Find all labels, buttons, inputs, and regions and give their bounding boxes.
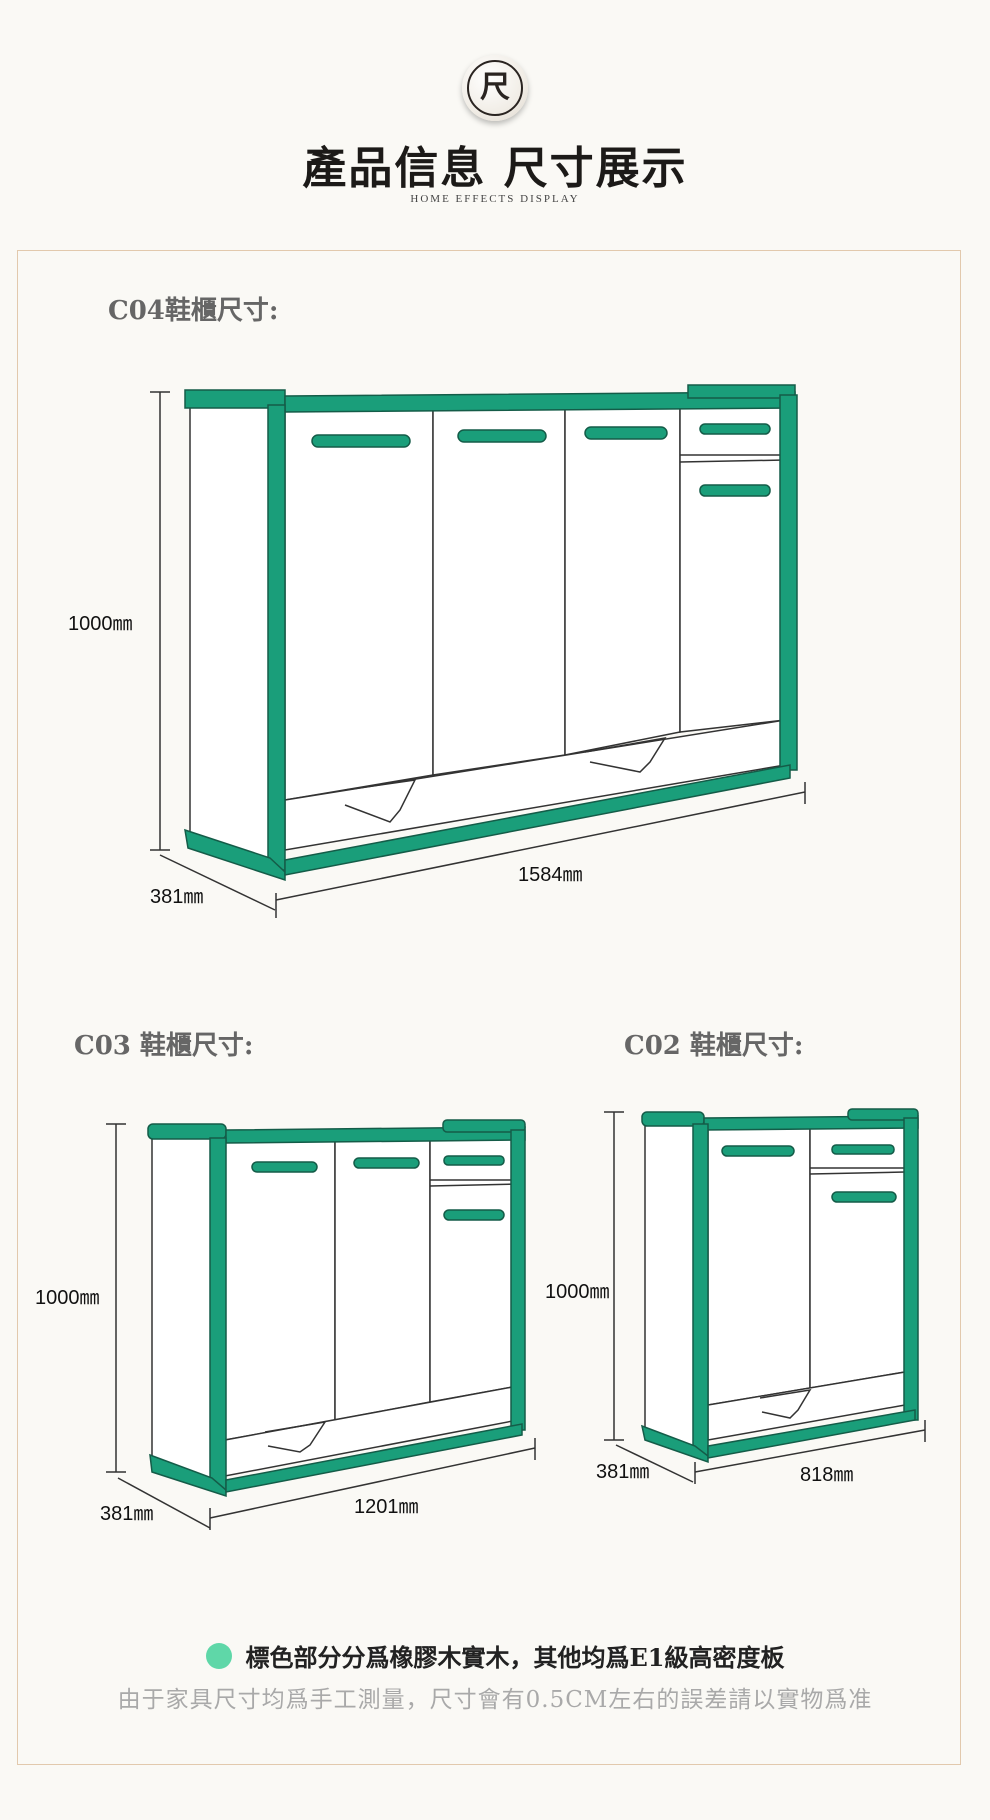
c02-depth-dim-line (615, 1444, 694, 1483)
c02-width-label: 818㎜ (800, 1464, 854, 1486)
seal-logo: 尺 (462, 55, 528, 121)
c04-depth-dim-line (159, 854, 276, 911)
c02-height-label: 1000㎜ (545, 1281, 610, 1303)
c04-width-label: 1584㎜ (518, 864, 583, 886)
c03-width-label: 1201㎜ (354, 1496, 419, 1518)
page-subtitle: HOME EFFECTS DISPLAY (410, 193, 580, 205)
c04-height-label: 1000㎜ (68, 613, 133, 635)
seal-char: 尺 (480, 70, 510, 105)
seal-ring: 尺 (467, 60, 523, 116)
c03-depth-label: 381㎜ (100, 1503, 154, 1525)
content-frame (17, 250, 961, 1765)
c03-width-dim-line (209, 1447, 536, 1519)
c02-width-dim-line (694, 1429, 926, 1473)
c03-depth-dim-line (117, 1477, 211, 1529)
c02-depth-label: 381㎜ (596, 1461, 650, 1483)
legend-text: 標色部分分爲橡膠木實木，其他均爲E1級高密度板 (245, 1643, 785, 1672)
legend-dot (205, 1642, 232, 1669)
disclaimer-note: 由于家具尺寸均爲手工測量，尺寸會有0.5CM左右的誤差請以實物爲准 (117, 1687, 873, 1713)
legend-note: 標色部分分爲橡膠木實木，其他均爲E1級高密度板 (0, 1638, 990, 1673)
c04-width-dim-line (275, 791, 806, 901)
c03-height-label: 1000㎜ (35, 1287, 100, 1309)
c04-depth-label: 381㎜ (150, 886, 204, 908)
page-title: 產品信息 尺寸展示 (302, 143, 688, 194)
c04-title: C04鞋櫃尺寸: (108, 296, 279, 326)
c03-title: C03 鞋櫃尺寸: (74, 1031, 254, 1061)
c02-title: C02 鞋櫃尺寸: (624, 1031, 804, 1061)
header: 尺 產品信息 尺寸展示 HOME EFFECTS DISPLAY (0, 0, 990, 240)
